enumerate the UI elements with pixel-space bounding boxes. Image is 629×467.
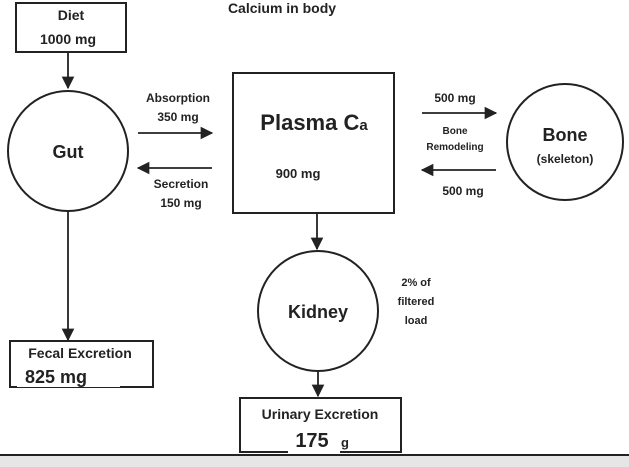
diet-label: Diet bbox=[58, 7, 85, 23]
fecal-excretion-amount: 825 mg bbox=[25, 367, 87, 387]
bone-sublabel: (skeleton) bbox=[537, 152, 594, 166]
plasma-label-main: Plasma C bbox=[260, 110, 359, 135]
plasma-amount: 900 mg bbox=[276, 166, 321, 181]
gut-label: Gut bbox=[53, 142, 84, 162]
secretion-amount: 150 mg bbox=[160, 196, 201, 210]
bottom-divider bbox=[0, 454, 629, 467]
bone-circle bbox=[506, 83, 624, 201]
urinary-excretion-label: Urinary Excretion bbox=[262, 406, 379, 422]
secretion-label: Secretion bbox=[154, 177, 209, 191]
urinary-amount-patch bbox=[288, 426, 340, 454]
fecal-excretion-label: Fecal Excretion bbox=[28, 345, 132, 361]
diet-amount: 1000 mg bbox=[40, 31, 96, 47]
bone-out-amount: 500 mg bbox=[434, 91, 475, 105]
diet-box bbox=[15, 2, 127, 53]
kidney-note-line-3: load bbox=[405, 315, 428, 327]
kidney-note-line-1: 2% of bbox=[401, 277, 431, 289]
plasma-label-sub: a bbox=[359, 117, 368, 134]
bone-label: Bone bbox=[543, 125, 588, 145]
absorption-label: Absorption bbox=[146, 91, 210, 105]
bone-remodeling-line-2: Remodeling bbox=[426, 142, 483, 153]
urinary-unit-fragment: g bbox=[341, 435, 349, 450]
plasma-box bbox=[232, 72, 395, 214]
absorption-amount: 350 mg bbox=[157, 110, 198, 124]
plasma-label: Plasma Ca bbox=[260, 110, 368, 135]
bone-remodeling-line-1: Bone bbox=[443, 126, 468, 137]
kidney-note-line-2: filtered bbox=[398, 296, 435, 308]
diagram-title: Calcium in body bbox=[228, 0, 336, 16]
fecal-amount-patch bbox=[17, 362, 120, 387]
kidney-label: Kidney bbox=[288, 302, 348, 322]
bone-in-amount: 500 mg bbox=[442, 184, 483, 198]
urinary-excretion-amount: 175 bbox=[295, 430, 328, 452]
